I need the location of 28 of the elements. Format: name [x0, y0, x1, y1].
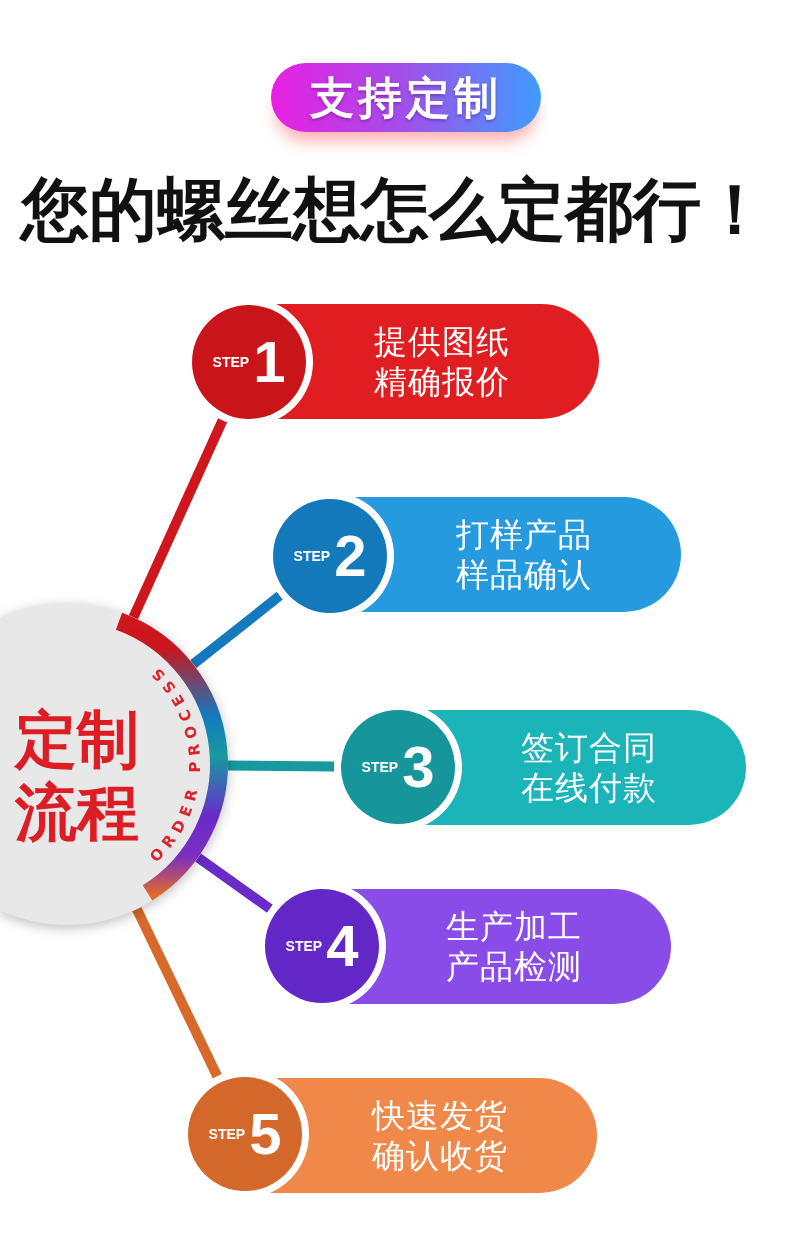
- hub-title: 定制流程: [15, 703, 140, 849]
- step-number: 2: [334, 526, 367, 586]
- step-text: 产品检测: [446, 946, 582, 987]
- step-text: 确认收货: [372, 1135, 508, 1176]
- step-number: 4: [326, 916, 359, 976]
- step-text: 生产加工: [446, 906, 582, 947]
- step-label: STEP: [212, 354, 250, 370]
- connector-line: [128, 418, 228, 620]
- step-number: 3: [402, 737, 435, 797]
- step-text: 快速发货: [372, 1095, 508, 1136]
- step-text: 在线付款: [521, 767, 657, 808]
- connector-line: [132, 906, 222, 1079]
- connector-line: [195, 853, 273, 913]
- connector-line: [190, 591, 283, 669]
- connector-line: [227, 760, 335, 772]
- step-label: STEP: [285, 938, 323, 954]
- step-number: 1: [253, 332, 286, 392]
- step-text: 样品确认: [456, 554, 592, 595]
- step-text: 签订合同: [521, 727, 657, 768]
- step-text: 精确报价: [374, 361, 510, 402]
- step-text: 打样产品: [456, 514, 592, 555]
- heading-badge: 支持定制: [271, 63, 541, 132]
- step-label: STEP: [208, 1126, 246, 1142]
- step-label: STEP: [361, 759, 399, 775]
- step-text: 提供图纸: [374, 321, 510, 362]
- page-title: 您的螺丝想怎么定都行！: [21, 169, 769, 251]
- step-label: STEP: [293, 548, 331, 564]
- step-number: 5: [249, 1104, 282, 1164]
